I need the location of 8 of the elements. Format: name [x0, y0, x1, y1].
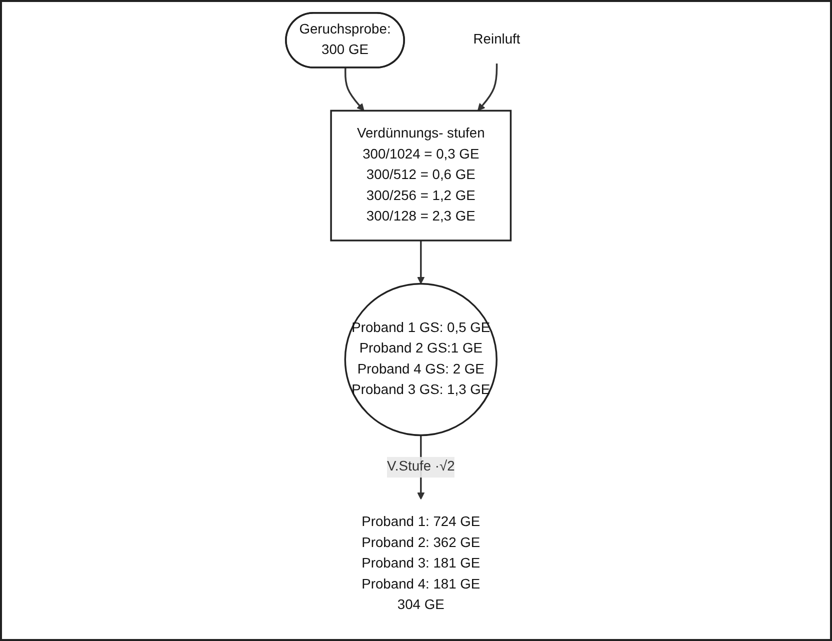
edge-label: V.Stufe ·√2: [386, 458, 455, 474]
node-box: Verdünnungs- stufen 300/1024 = 0,3 GE 300/512 = 0,6 GE 300/256 = 1,2 GE 300/128 = 2,3 GE: [330, 109, 512, 241]
arrow: [344, 67, 364, 111]
node-circle: Proband 1 GS: 0,5 GE Proband 2 GS:1 GE Proband 4 GS: 2 GE Proband 3 GS: 1,3 GE: [344, 282, 498, 436]
node-text: Reinluft: [473, 32, 520, 47]
node-text: Proband 1: 724 GE Proband 2: 362 GE Proband 3: 181 GE Proband 4: 181 GE 304 GE: [362, 514, 480, 612]
arrow: [477, 63, 498, 111]
arrow: [417, 240, 425, 284]
